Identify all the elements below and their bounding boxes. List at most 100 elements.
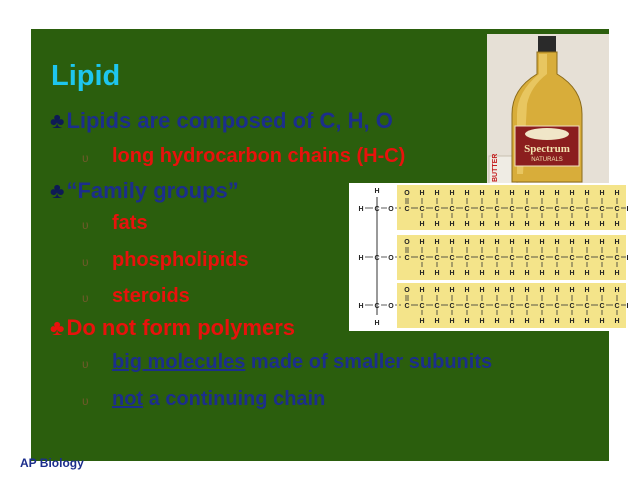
hydrogen-atom: H	[614, 221, 619, 228]
carbon-atom: C	[419, 303, 424, 310]
carbon-atom: C	[479, 255, 484, 262]
hydrogen-atom: H	[464, 239, 469, 246]
hydrogen-atom: H	[494, 270, 499, 277]
carbon-atom: C	[464, 206, 469, 213]
carbon-atom: C	[599, 303, 604, 310]
hydrogen-atom: H	[584, 270, 589, 277]
hydrogen-atom: H	[626, 303, 628, 310]
hydrogen-atom: H	[434, 221, 439, 228]
hydrogen-atom: H	[479, 239, 484, 246]
carbon-atom: C	[524, 206, 529, 213]
bullet-2-text: “Family groups”	[66, 178, 239, 203]
hydrogen-atom: H	[569, 287, 574, 294]
hydrogen-atom: H	[539, 190, 544, 197]
carbon-atom: C	[509, 255, 514, 262]
hydrogen-atom: H	[434, 190, 439, 197]
hydrogen-atom: H	[584, 239, 589, 246]
bullet-1: ♣Lipids are composed of C, H, O	[50, 108, 393, 134]
carbon-atom: C	[554, 255, 559, 262]
bullet-2: ♣“Family groups”	[50, 178, 239, 204]
hydrogen-atom: H	[479, 318, 484, 325]
oxygen-atom: O	[388, 255, 394, 262]
carbon-atom: C	[584, 206, 589, 213]
hydrogen-atom: H	[509, 270, 514, 277]
hydrogen-atom: H	[599, 270, 604, 277]
hydrogen-atom: H	[358, 255, 363, 262]
carbon-atom: C	[539, 255, 544, 262]
carbon-atom: C	[494, 303, 499, 310]
hydrogen-atom: H	[614, 270, 619, 277]
sub-bullet-icon: υ	[82, 255, 89, 269]
hydrogen-atom: H	[479, 221, 484, 228]
carbon-atom: C	[539, 303, 544, 310]
hydrogen-atom: H	[614, 190, 619, 197]
hydrogen-atom: H	[509, 221, 514, 228]
hydrogen-atom: H	[614, 239, 619, 246]
hydrogen-atom: H	[524, 239, 529, 246]
hydrogen-atom: H	[419, 270, 424, 277]
hydrogen-atom: H	[419, 318, 424, 325]
hydrogen-atom: H	[494, 190, 499, 197]
carbon-atom: C	[434, 255, 439, 262]
hydrogen-atom: H	[449, 318, 454, 325]
hydrogen-atom: H	[569, 239, 574, 246]
bullet-1-text: Lipids are composed of C, H, O	[66, 108, 393, 133]
carbon-atom: C	[449, 255, 454, 262]
hydrogen-atom: H	[464, 221, 469, 228]
carbon-atom: C	[494, 206, 499, 213]
hydrogen-atom: H	[449, 270, 454, 277]
sub-bullet-6-underlined: not	[112, 388, 144, 410]
hydrogen-atom: H	[584, 190, 589, 197]
club-bullet-icon: ♣	[50, 315, 65, 340]
carbon-atom: C	[584, 255, 589, 262]
sub-bullet-icon: υ	[82, 394, 89, 408]
carbon-atom: C	[569, 255, 574, 262]
sub-bullet-4-text: steroids	[112, 285, 190, 307]
oxygen-atom: O	[404, 190, 410, 197]
hydrogen-atom: H	[599, 287, 604, 294]
hydrogen-atom: H	[614, 318, 619, 325]
carbon-atom: C	[524, 303, 529, 310]
carbon-atom: C	[419, 206, 424, 213]
sub-bullet-6-text: a continuing chain	[143, 388, 326, 410]
hydrogen-atom: H	[358, 206, 363, 213]
carbon-atom: C	[599, 255, 604, 262]
carbon-atom: C	[419, 255, 424, 262]
hydrogen-atom: H	[479, 190, 484, 197]
hydrogen-atom: H	[584, 221, 589, 228]
hydrogen-atom: H	[494, 318, 499, 325]
hydrogen-atom: H	[509, 190, 514, 197]
hydrogen-atom: H	[464, 270, 469, 277]
hydrogen-atom: H	[599, 239, 604, 246]
hydrogen-atom: H	[599, 221, 604, 228]
hydrogen-atom: H	[569, 318, 574, 325]
hydrogen-atom: H	[449, 221, 454, 228]
sub-bullet-icon: υ	[82, 357, 89, 371]
hydrogen-atom: H	[464, 287, 469, 294]
hydrogen-atom: H	[554, 318, 559, 325]
carbon-atom: C	[434, 303, 439, 310]
carbon-atom: C	[614, 206, 619, 213]
carbon-atom: C	[584, 303, 589, 310]
hydrogen-atom: H	[554, 287, 559, 294]
hydrogen-atom: H	[374, 188, 379, 195]
carbon-atom: C	[464, 303, 469, 310]
bullet-3: ♣Do not form polymers	[50, 315, 295, 341]
carbon-atom: C	[449, 206, 454, 213]
hydrogen-atom: H	[554, 190, 559, 197]
carbon-atom: C	[569, 206, 574, 213]
hydrogen-atom: H	[419, 239, 424, 246]
carbon-atom: C	[404, 206, 409, 213]
hydrogen-atom: H	[524, 221, 529, 228]
carbon-atom: C	[479, 206, 484, 213]
hydrogen-atom: H	[554, 239, 559, 246]
oxygen-atom: O	[388, 303, 394, 310]
hydrogen-atom: H	[614, 287, 619, 294]
hydrogen-atom: H	[434, 287, 439, 294]
slide-title: Lipid	[51, 60, 121, 92]
sub-bullet-5-text: made of smaller subunits	[245, 351, 493, 373]
carbon-atom: C	[374, 303, 379, 310]
